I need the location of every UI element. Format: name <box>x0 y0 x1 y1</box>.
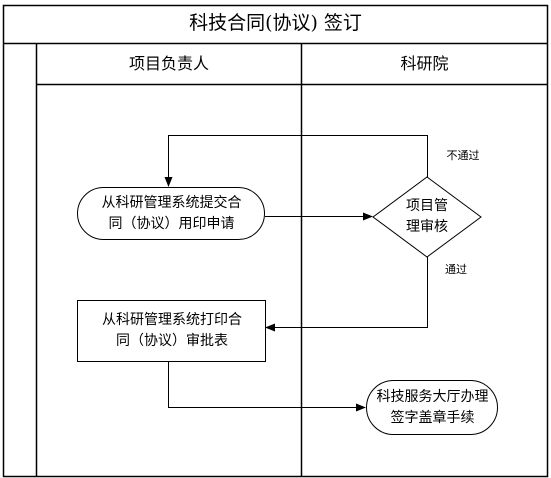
service-hall-node <box>366 380 498 435</box>
service-hall-label: 科技服务大厅办理 签字盖章手续 <box>367 387 498 429</box>
lane-header-research-institute: 科研院 <box>400 54 449 73</box>
approve-to-print-arrow <box>265 257 428 332</box>
swimlane-frame <box>2 4 549 478</box>
diagram-title: 科技合同(协议) 签订 <box>189 12 362 34</box>
print-approval-form-line-2: 同（协议）审批表 <box>116 333 228 349</box>
service-hall-line-1: 科技服务大厅办理 <box>376 389 489 405</box>
submit-application-line-1: 从科研管理系统提交合 <box>101 195 242 211</box>
reject-return-arrow <box>164 135 428 187</box>
submit-application-line-2: 同（协议）用印申请 <box>108 216 235 232</box>
print-approval-form-node <box>77 300 266 362</box>
submit-application-label: 从科研管理系统提交合 同（协议）用印申请 <box>78 193 265 235</box>
review-decision-line-1: 项目管 <box>406 198 448 214</box>
print-approval-form-line-1: 从科研管理系统打印合 <box>102 312 242 328</box>
reject-edge-label: 不通过 <box>446 149 480 162</box>
submit-application-node <box>77 187 265 240</box>
review-decision-line-2: 理审核 <box>406 219 448 235</box>
lane-header-project-leader: 项目负责人 <box>128 54 209 73</box>
print-to-hall-arrow <box>168 362 366 412</box>
print-approval-form-label: 从科研管理系统打印合 同（协议）审批表 <box>78 310 266 352</box>
review-decision-label: 项目管 理审核 <box>373 196 481 238</box>
approve-edge-label: 通过 <box>445 263 467 276</box>
service-hall-line-2: 签字盖章手续 <box>390 410 475 426</box>
